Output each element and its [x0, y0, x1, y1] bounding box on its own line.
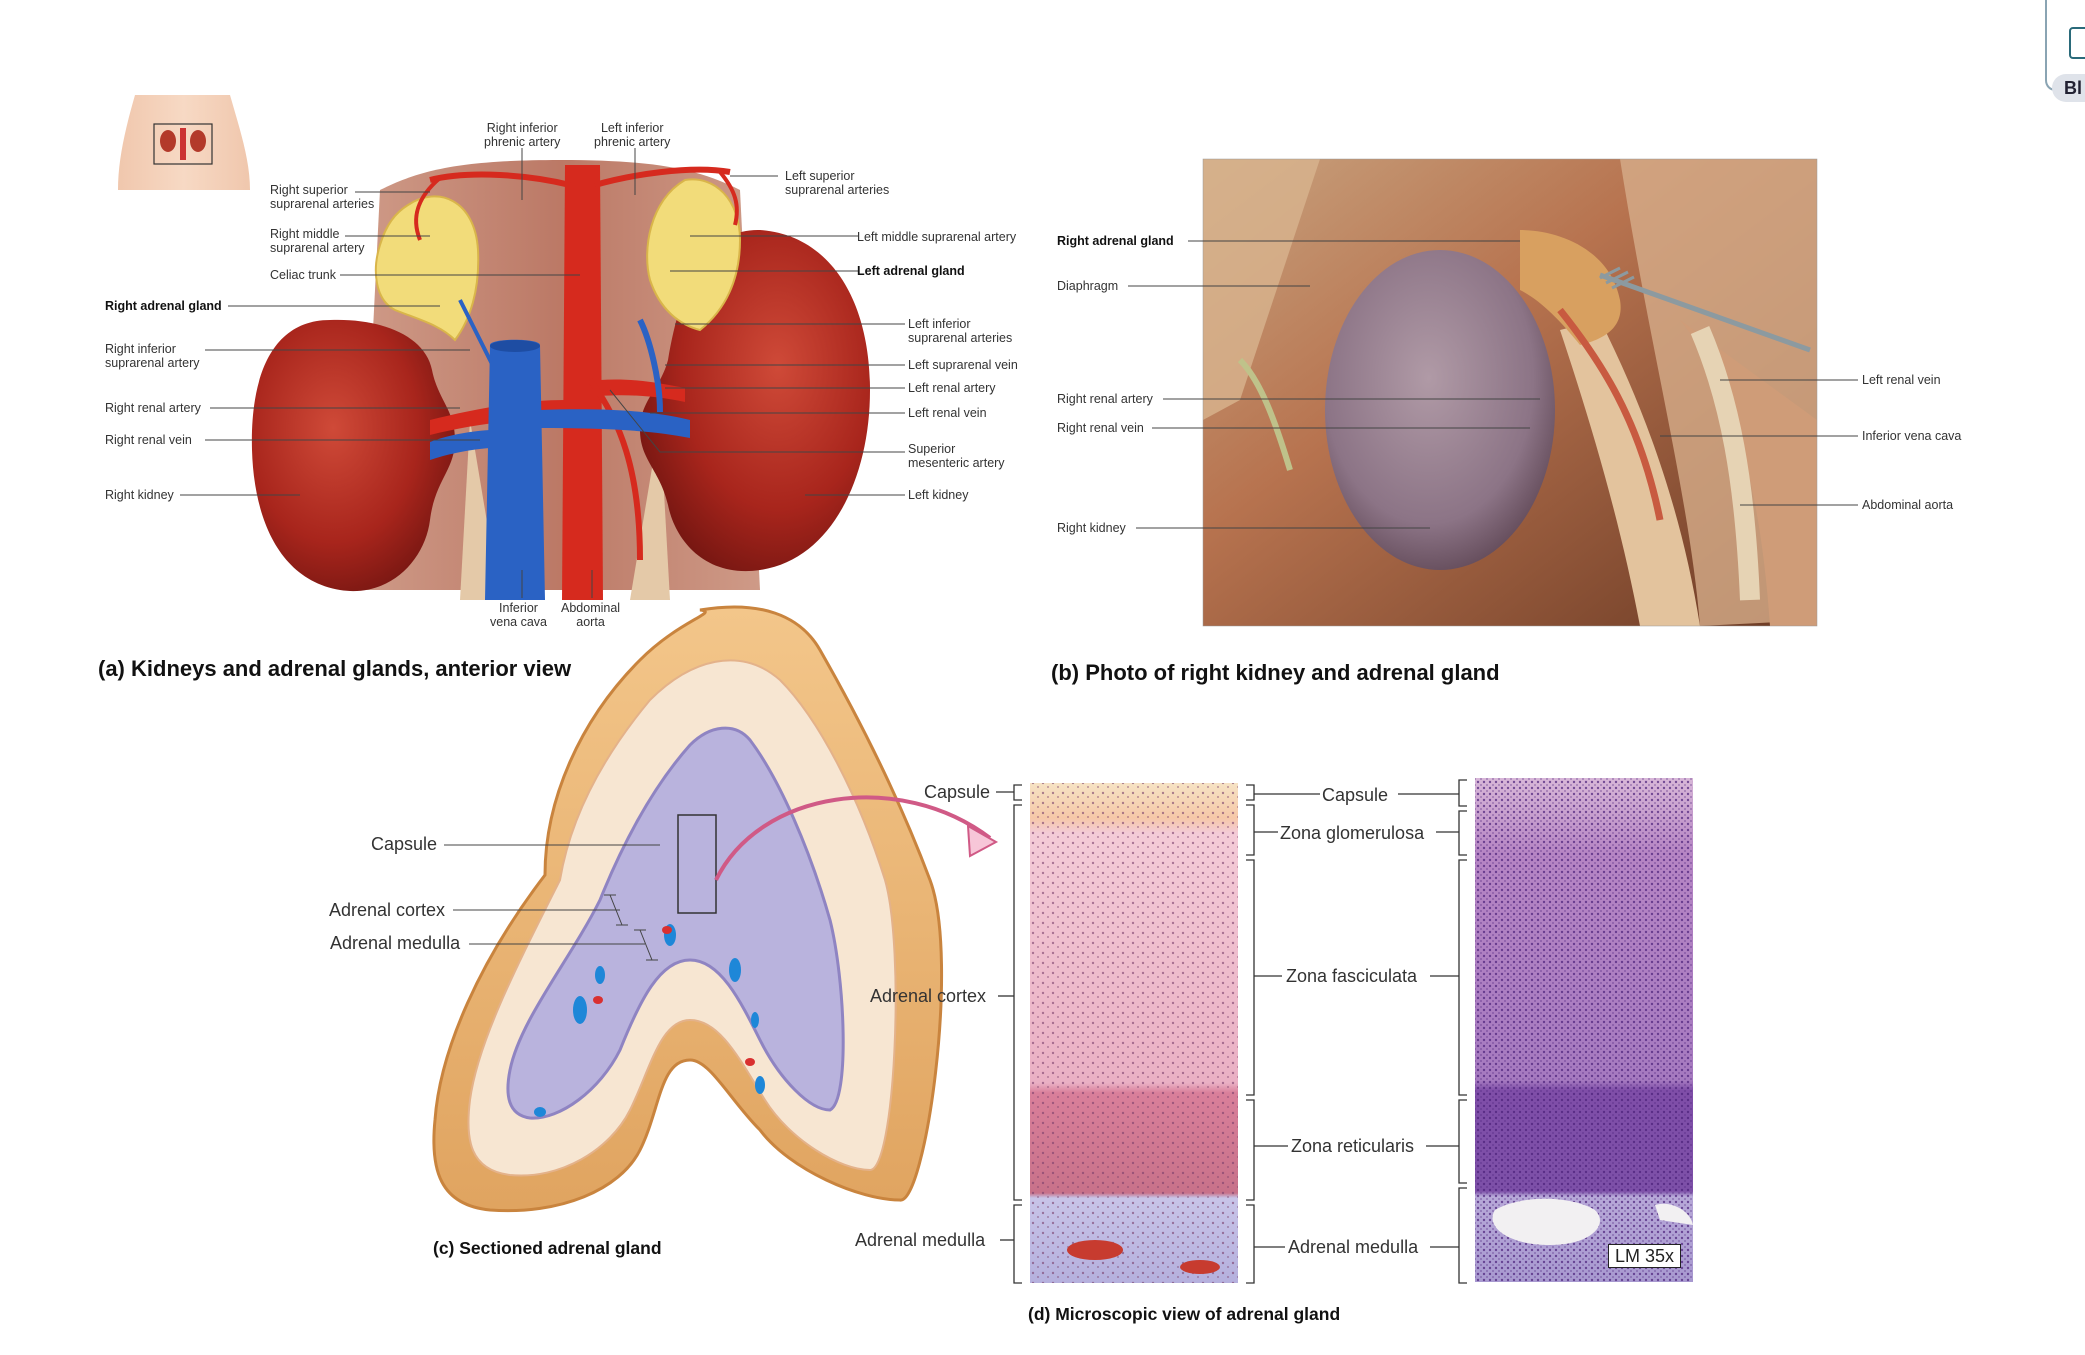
caption-panel-d: (d) Microscopic view of adrenal gland: [1028, 1304, 1340, 1325]
label-capsule-d-right: Capsule: [1322, 785, 1388, 805]
label-adrenal-cortex-d: Adrenal cortex: [870, 986, 986, 1006]
corner-button[interactable]: Bl: [2052, 74, 2085, 102]
magnification-label: LM 35x: [1608, 1244, 1681, 1268]
label-adrenal-medulla-d-right: Adrenal medulla: [1288, 1237, 1418, 1257]
label-zona-reticularis: Zona reticularis: [1291, 1136, 1414, 1156]
label-zona-fasciculata: Zona fasciculata: [1286, 966, 1417, 986]
label-zona-glomerulosa: Zona glomerulosa: [1280, 823, 1424, 843]
label-capsule-d-left: Capsule: [924, 782, 990, 802]
label-adrenal-medulla-d-left: Adrenal medulla: [855, 1230, 985, 1250]
